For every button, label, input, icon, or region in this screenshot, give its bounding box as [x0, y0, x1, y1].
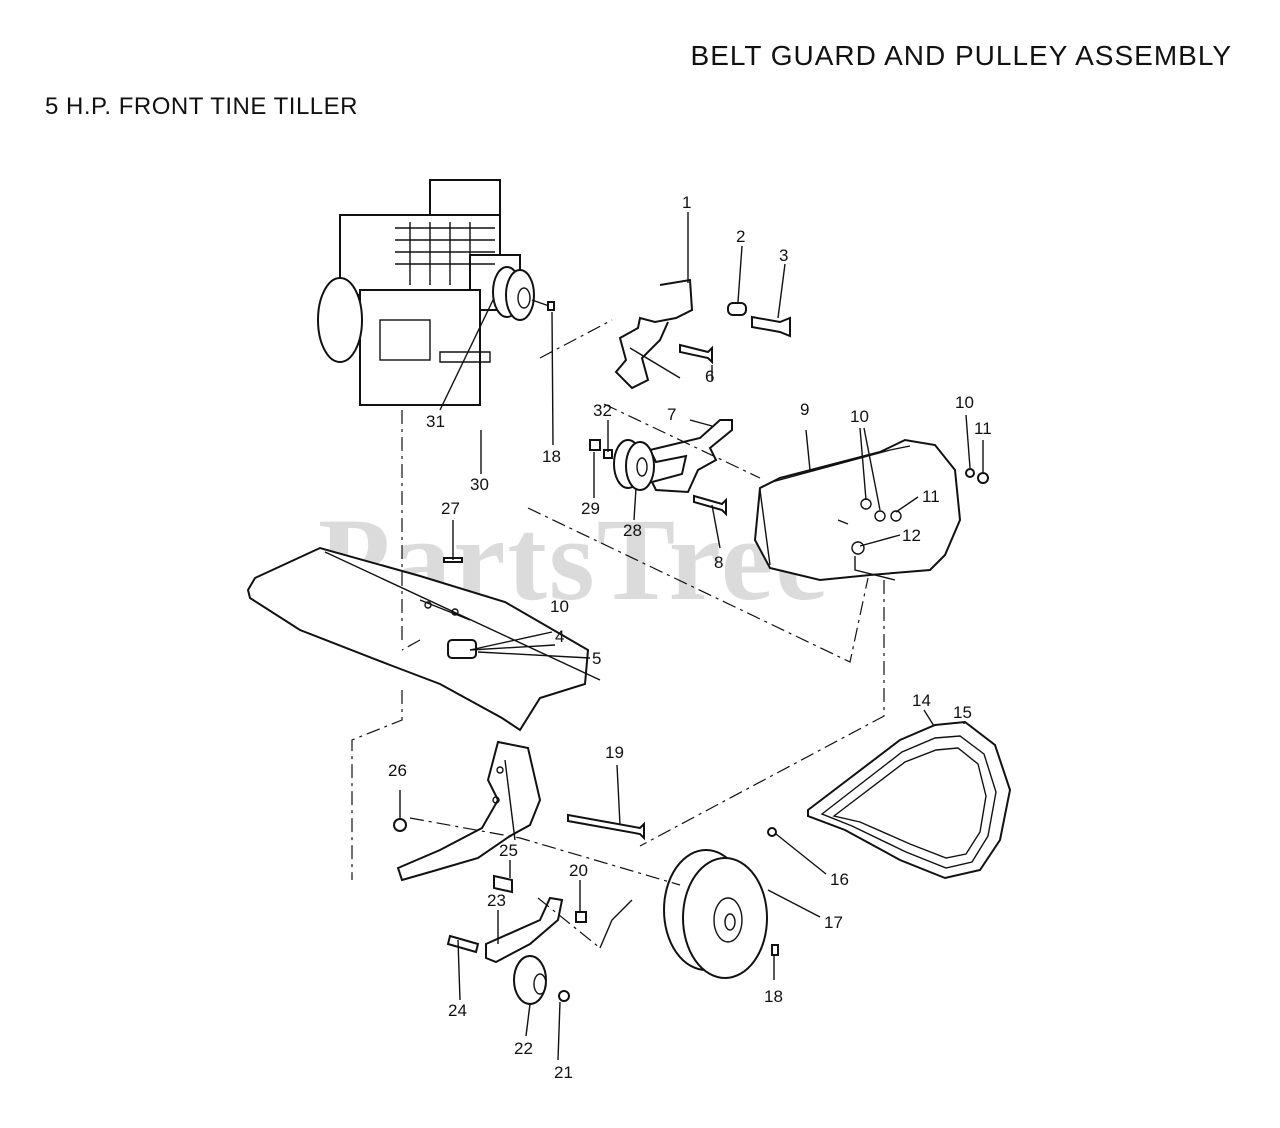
- idler-arm-illustration: [589, 419, 733, 517]
- callout-10a: 10: [850, 407, 869, 426]
- callout-3: 3: [779, 246, 788, 265]
- callout-10b: 10: [955, 393, 974, 412]
- callout-11b: 11: [922, 487, 940, 506]
- callout-28: 28: [623, 521, 642, 540]
- callout-5: 5: [592, 649, 601, 668]
- callout-27: 27: [441, 499, 460, 518]
- belts-illustration: [807, 720, 1012, 880]
- lower-arm-illustration: [446, 896, 633, 1005]
- callout-9: 9: [800, 400, 809, 419]
- tine-bracket-illustration: [393, 740, 645, 894]
- callout-20: 20: [569, 861, 588, 880]
- bracket-illustration: [614, 278, 791, 390]
- callout-24: 24: [448, 1001, 467, 1020]
- callout-26: 26: [388, 761, 407, 780]
- callout-25: 25: [499, 841, 518, 860]
- page-title: BELT GUARD AND PULLEY ASSEMBLY: [690, 40, 1232, 71]
- callout-18a: 18: [542, 447, 561, 466]
- callout-15: 15: [953, 703, 972, 722]
- callout-31: 31: [426, 412, 445, 431]
- leader-lines: [399, 212, 984, 1061]
- callout-29: 29: [581, 499, 600, 518]
- callout-32: 32: [593, 401, 612, 420]
- page-subtitle: 5 H.P. FRONT TINE TILLER: [45, 93, 358, 120]
- large-pulley-illustration: [663, 827, 779, 979]
- callout-10c: 10: [550, 597, 569, 616]
- callout-14: 14: [912, 691, 931, 710]
- callout-18b: 18: [764, 987, 783, 1006]
- callout-30: 30: [470, 475, 489, 494]
- callout-11a: 11: [974, 419, 992, 438]
- callout-22: 22: [514, 1039, 533, 1058]
- callout-4: 4: [555, 627, 564, 646]
- callout-1: 1: [682, 193, 691, 212]
- callout-labels: 1 2 3 4 5 6 7 8 9 10 10 10 11 11 12 14 1…: [388, 193, 992, 1082]
- callout-16: 16: [830, 870, 849, 889]
- shield-illustration: [246, 546, 601, 732]
- engine-pulley-illustration: [492, 266, 555, 321]
- callout-7: 7: [667, 405, 676, 424]
- belt-guard-illustration: [753, 438, 989, 582]
- engine-illustration: [317, 179, 521, 406]
- callout-23: 23: [487, 891, 506, 910]
- callout-19: 19: [605, 743, 624, 762]
- callout-8: 8: [714, 553, 723, 572]
- callout-12: 12: [902, 526, 921, 545]
- callout-6: 6: [705, 367, 714, 386]
- alignment-lines: [351, 319, 885, 949]
- callout-21: 21: [554, 1063, 573, 1082]
- callout-2: 2: [736, 227, 745, 246]
- callout-17: 17: [824, 913, 843, 932]
